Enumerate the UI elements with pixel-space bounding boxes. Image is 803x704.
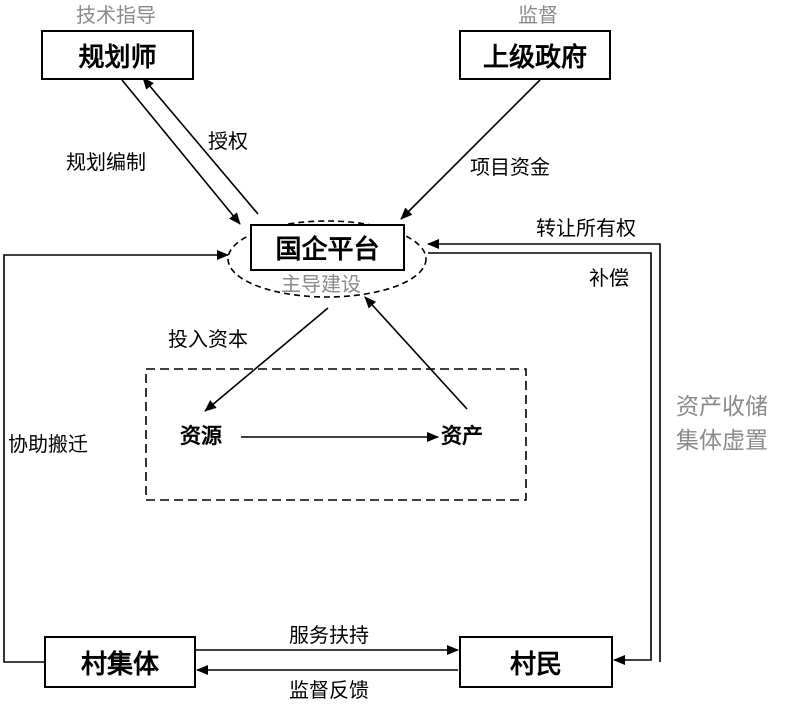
arrow-asset-to-soe — [364, 296, 468, 410]
resource-asset-group — [145, 368, 527, 501]
arrow-project-funds — [400, 79, 541, 220]
node-soe-platform: 国企平台 — [250, 224, 405, 271]
node-resources: 资源 — [180, 424, 222, 448]
label-assist-relocation: 协助搬迁 — [8, 432, 88, 456]
label-leading-construction: 主导建设 — [281, 272, 361, 296]
node-villagers-label: 村民 — [509, 649, 562, 680]
arrow-invest-capital — [204, 307, 329, 412]
label-supervision-feedback: 监督反馈 — [289, 678, 369, 702]
label-service-support: 服务扶持 — [289, 623, 369, 647]
arrow-compensation — [428, 252, 652, 665]
node-villagers: 村民 — [459, 636, 613, 688]
node-superior-gov-label: 上级政府 — [482, 42, 587, 73]
label-transfer-ownership: 转让所有权 — [536, 216, 636, 240]
label-invest-capital: 投入资本 — [168, 327, 248, 351]
arrow-transfer-ownership — [427, 239, 661, 662]
node-planner: 规划师 — [41, 30, 194, 80]
node-village-collective: 村集体 — [44, 636, 196, 688]
arrow-assist-relocation — [3, 250, 229, 663]
label-compensation: 补偿 — [589, 266, 629, 290]
node-soe-platform-label: 国企平台 — [275, 235, 380, 265]
label-authorize: 授权 — [208, 129, 248, 153]
node-assets: 资产 — [441, 424, 483, 448]
node-planner-label: 规划师 — [78, 42, 157, 73]
label-asset-acquisition-2: 集体虚置 — [676, 428, 768, 454]
node-superior-gov: 上级政府 — [459, 30, 611, 80]
label-plan-compile: 规划编制 — [66, 150, 146, 174]
label-tech-guidance: 技术指导 — [76, 3, 156, 27]
arrow-authorize — [142, 77, 259, 215]
node-village-collective-label: 村集体 — [80, 649, 159, 680]
label-project-funds: 项目资金 — [470, 155, 550, 179]
arrow-plan-compile — [121, 79, 241, 225]
label-supervision: 监督 — [518, 3, 558, 27]
label-asset-acquisition-1: 资产收储 — [676, 394, 768, 420]
